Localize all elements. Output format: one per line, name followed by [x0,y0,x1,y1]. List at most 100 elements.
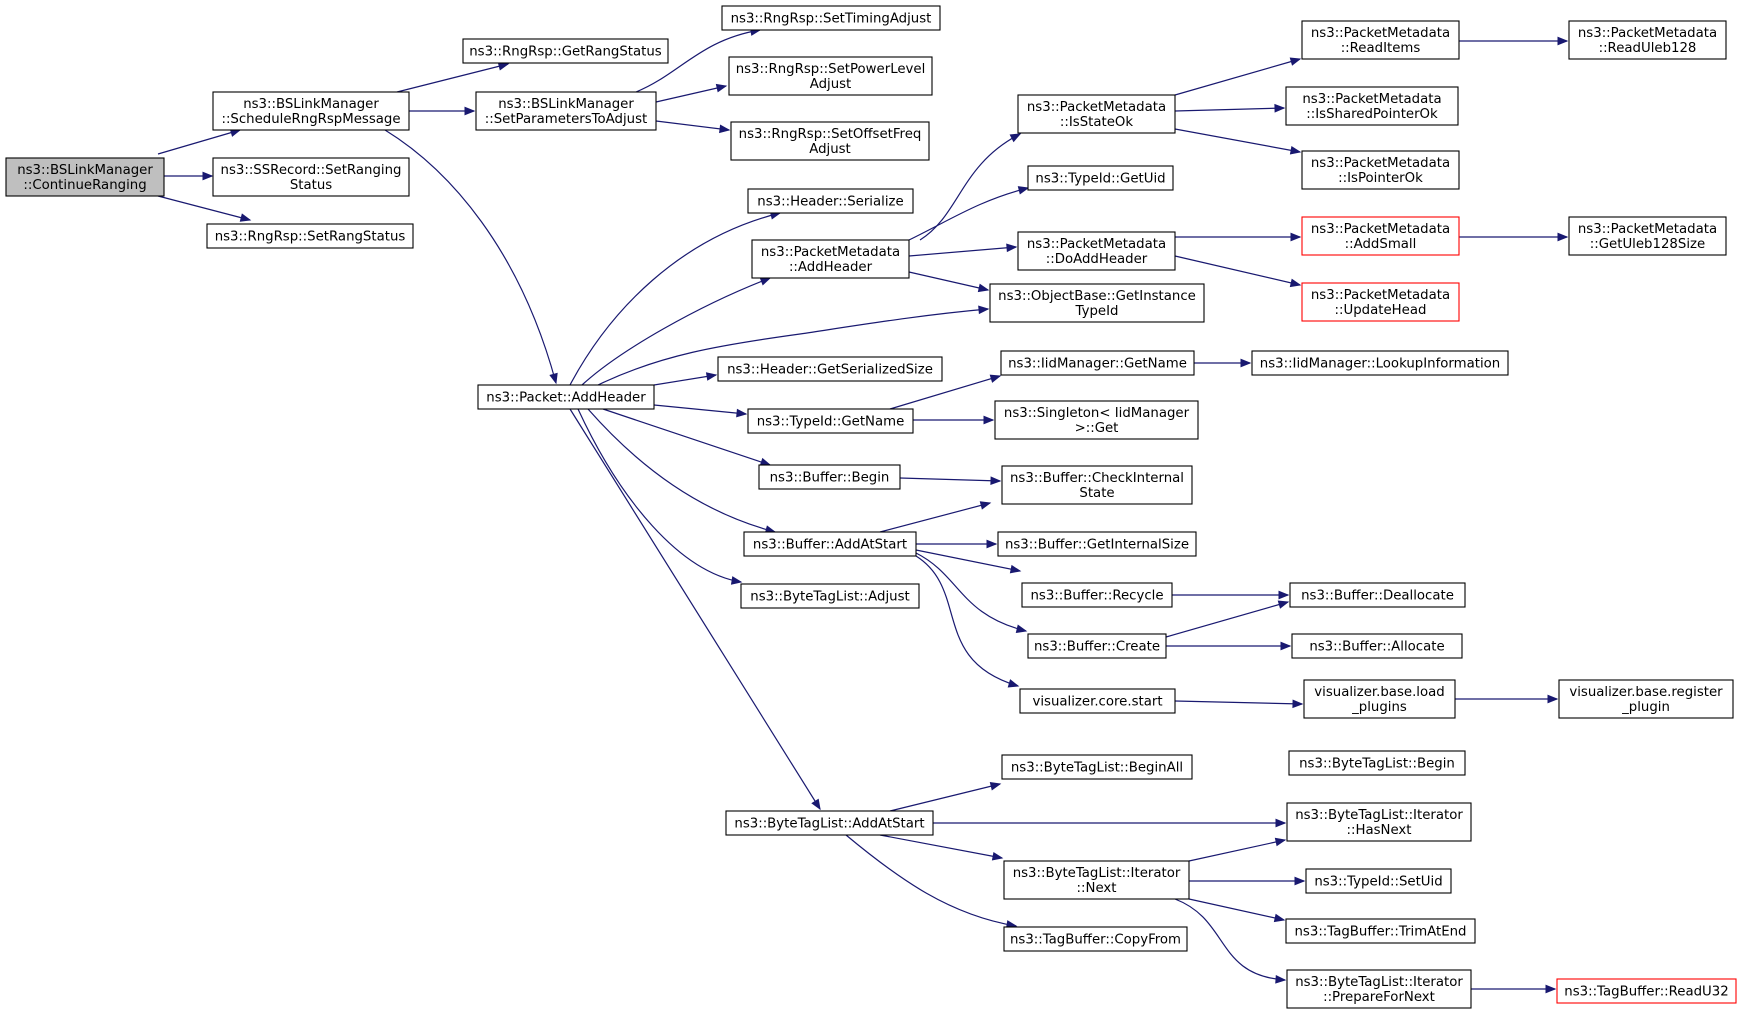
node-label-line: ns3::RngRsp::SetPowerLevel [736,62,926,77]
function-node-n0[interactable]: ns3::BSLinkManager::ContinueRanging [5,157,165,197]
edge-n1-to-n4 [396,62,510,93]
function-node-n27[interactable]: ns3::PacketMetadata::UpdateHead [1301,282,1460,322]
edge-n6-to-n13 [653,372,718,386]
edge-line [157,129,241,155]
function-node-n38[interactable]: ns3::Buffer::Allocate [1291,633,1463,659]
edge-n14-to-n31 [913,415,995,425]
function-node-n26[interactable]: ns3::PacketMetadata::AddSmall [1301,216,1460,256]
node-label-line: ns3::ByteTagList::BeginAll [1011,761,1183,776]
function-node-n14[interactable]: ns3::TypeId::GetName [747,408,914,434]
function-node-n30[interactable]: ns3::IidManager::LookupInformation [1251,350,1509,376]
function-node-n44[interactable]: ns3::ByteTagList::Iterator::Next [1003,860,1190,900]
arrow-head-icon [1277,600,1290,609]
arrow-head-icon [1017,186,1030,195]
function-node-n17[interactable]: ns3::ByteTagList::Adjust [740,583,920,609]
node-label-line: ns3::PacketMetadata [1311,288,1450,303]
function-node-n19[interactable]: ns3::PacketMetadata::IsStateOk [1017,94,1176,134]
edge-line [1174,107,1285,112]
edge-n44-to-n43 [1188,837,1287,862]
node-box [1001,465,1193,505]
edge-n0-to-n3 [157,195,252,222]
arrow-head-icon [1289,57,1302,66]
function-node-n7[interactable]: ns3::RngRsp::SetTimingAdjust [721,5,941,31]
function-node-n45[interactable]: ns3::TagBuffer::CopyFrom [1003,926,1188,952]
function-node-n33[interactable]: ns3::Buffer::GetInternalSize [997,531,1197,557]
node-label-line: ns3::ByteTagList::Iterator [1013,866,1181,881]
function-node-n46[interactable]: ns3::TypeId::SetUid [1305,868,1452,894]
function-node-n23[interactable]: ns3::PacketMetadata::IsSharedPointerOk [1285,86,1459,126]
node-box [5,157,165,197]
node-box [1303,679,1456,719]
node-box [1027,633,1167,659]
arrow-head-icon [730,576,743,585]
function-node-n29[interactable]: ns3::IidManager::GetName [1000,350,1195,376]
function-node-n49[interactable]: ns3::TagBuffer::ReadU32 [1556,978,1737,1004]
edge-line [1174,58,1301,96]
function-node-n18[interactable]: ns3::ByteTagList::AddAtStart [725,810,934,836]
function-node-n6[interactable]: ns3::Packet::AddHeader [477,384,655,410]
function-node-n22[interactable]: ns3::PacketMetadata::ReadItems [1301,20,1460,60]
edge-n18-to-n41 [889,782,1002,812]
edge-n1-to-n5 [409,106,476,116]
edge-n19-to-n22 [1174,57,1302,96]
node-label-line: ns3::PacketMetadata [761,245,900,260]
edge-n35-to-n38 [1166,641,1292,651]
function-node-n48[interactable]: ns3::ByteTagList::Iterator::PrepareForNe… [1286,969,1472,1009]
edge-line [1188,839,1286,862]
function-node-n36[interactable]: visualizer.core.start [1019,688,1176,714]
function-node-n5[interactable]: ns3::BSLinkManager::SetParametersToAdjus… [475,91,657,131]
function-node-n11[interactable]: ns3::PacketMetadata::AddHeader [751,239,910,279]
edge-line [899,477,1001,482]
function-node-n24[interactable]: ns3::PacketMetadata::IsPointerOk [1301,150,1460,190]
node-label-line: ::HasNext [1346,823,1411,838]
node-label-line: ns3::ByteTagList::AddAtStart [734,817,924,832]
arrow-head-icon [1294,876,1306,886]
node-label-line: ::ScheduleRngRspMessage [221,112,400,127]
edge-n16-to-n33 [916,539,998,549]
edge-line [908,271,989,291]
edge-n44-to-n48 [1174,898,1287,984]
edge-n29-to-n30 [1194,358,1252,368]
node-box [1021,582,1173,608]
arrow-head-icon [1275,974,1287,984]
arrow-head-icon [986,539,998,549]
node-box [989,283,1205,323]
edge-n16-to-n34 [915,549,1022,574]
function-node-n4[interactable]: ns3::RngRsp::GetRangStatus [462,38,669,64]
function-node-n28[interactable]: ns3::PacketMetadata::GetUleb128Size [1568,216,1727,256]
edge-line [919,133,1021,241]
function-node-n39[interactable]: visualizer.base.load_plugins [1303,679,1456,719]
function-node-n1[interactable]: ns3::BSLinkManager::ScheduleRngRspMessag… [212,91,410,131]
function-node-n13[interactable]: ns3::Header::GetSerializedSize [717,356,943,382]
edge-n5-to-n8 [655,83,728,103]
function-node-n15[interactable]: ns3::Buffer::Begin [758,464,901,490]
function-node-n25[interactable]: ns3::PacketMetadata::ReadUleb128 [1568,20,1727,60]
node-label-line: ::AddHeader [789,260,873,275]
node-label-line: ns3::Buffer::CheckInternal [1010,471,1184,486]
edge-n19-to-n24 [1174,128,1302,155]
function-node-n20[interactable]: ns3::TypeId::GetUid [1027,165,1174,191]
function-node-n34[interactable]: ns3::Buffer::Recycle [1021,582,1173,608]
function-node-n35[interactable]: ns3::Buffer::Create [1027,633,1167,659]
function-node-n37[interactable]: ns3::Buffer::Deallocate [1289,582,1466,608]
function-node-n21[interactable]: ns3::PacketMetadata::DoAddHeader [1017,231,1176,271]
edge-line [569,212,781,386]
function-node-n40[interactable]: visualizer.base.register_plugin [1558,679,1734,719]
function-node-n43[interactable]: ns3::ByteTagList::Iterator::HasNext [1286,802,1472,842]
edge-line [655,120,730,131]
function-node-n3[interactable]: ns3::RngRsp::SetRangStatus [206,223,414,249]
function-node-n10[interactable]: ns3::Header::Serialize [747,188,914,214]
function-node-n42[interactable]: ns3::ByteTagList::Begin [1288,750,1466,776]
node-label-line: ns3::IidManager::GetName [1008,357,1187,372]
node-label-line: ns3::BSLinkManager [17,163,153,178]
function-node-n41[interactable]: ns3::ByteTagList::BeginAll [1001,754,1193,780]
function-node-n31[interactable]: ns3::Singleton< IidManager>::Get [994,400,1199,440]
function-node-n47[interactable]: ns3::TagBuffer::TrimAtEnd [1285,918,1476,944]
edge-line [653,374,717,386]
function-node-n16[interactable]: ns3::Buffer::AddAtStart [743,531,917,557]
